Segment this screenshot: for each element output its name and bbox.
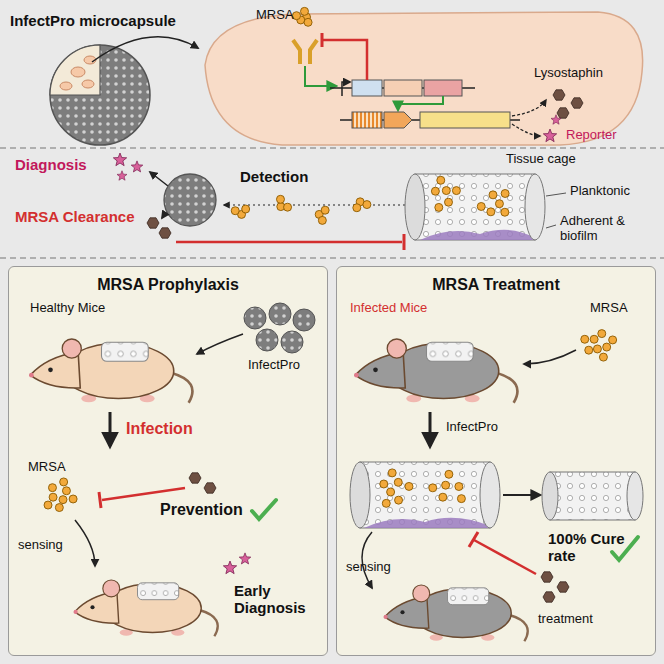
bacterium — [363, 201, 371, 209]
capsule-label: InfectPro — [248, 358, 300, 373]
bacterium — [49, 493, 57, 501]
bacterium — [380, 480, 388, 488]
bacterium — [445, 470, 453, 478]
bacterium — [429, 484, 437, 492]
step-label: sensing — [18, 538, 63, 553]
output-label: Diagnosis — [15, 156, 87, 173]
panel-heading: MRSA Treatment — [337, 267, 655, 294]
enzyme-label: Lysostaphin — [534, 66, 603, 81]
bacterium — [55, 504, 63, 512]
bacterium — [590, 335, 598, 343]
outcome-label: Prevention — [160, 501, 243, 519]
bacterium — [284, 203, 292, 211]
bacterium — [457, 495, 465, 503]
bacterium — [598, 330, 606, 338]
bacterium — [495, 200, 503, 208]
bacterium — [585, 346, 593, 354]
bacterium — [487, 208, 495, 216]
bacterium — [321, 206, 329, 214]
bacteria-label: MRSA — [256, 8, 294, 23]
bacterium — [231, 207, 239, 215]
bacterium — [439, 493, 447, 501]
bacterium — [48, 484, 56, 492]
process-label: Detection — [240, 168, 308, 185]
bacterium — [445, 198, 453, 206]
bacterium — [599, 353, 607, 361]
bacterium — [353, 204, 361, 212]
bacterium — [388, 469, 396, 477]
bacterium — [59, 496, 67, 504]
bacteria-label: MRSA — [28, 460, 66, 475]
part-label: Adherent & biofilm — [560, 214, 650, 244]
output-label: MRSA Clearance — [15, 208, 135, 225]
capsule-label: InfectPro — [446, 420, 498, 435]
bacterium — [387, 488, 395, 496]
bacterium — [501, 208, 509, 216]
bacterium — [593, 345, 601, 353]
bacterium — [435, 203, 443, 211]
bacterium — [581, 335, 589, 343]
bacterium — [442, 481, 450, 489]
bacterium — [501, 189, 509, 197]
bacterium — [603, 343, 611, 351]
reporter-label: Reporter — [566, 128, 617, 143]
bacterium — [242, 205, 250, 213]
bacterium — [489, 191, 497, 199]
bacterium — [405, 482, 413, 490]
bacterium — [62, 487, 70, 495]
bacterium — [395, 496, 403, 504]
bacterium — [452, 187, 460, 195]
bacterium — [455, 483, 463, 491]
panel-heading: MRSA Prophylaxis — [9, 267, 327, 294]
group-label: Infected Mice — [350, 301, 427, 316]
bacterium — [304, 18, 312, 26]
bacterium — [431, 187, 439, 195]
bacterium — [69, 495, 77, 503]
part-label: Tissue cage — [506, 152, 576, 167]
step-label: Infection — [126, 420, 193, 438]
bacterium — [477, 202, 485, 210]
group-label: Healthy Mice — [30, 301, 105, 316]
bacterium — [318, 216, 326, 224]
outcome-label: Early Diagnosis — [234, 582, 319, 617]
bacterium — [437, 176, 445, 184]
bacteria-label: MRSA — [590, 301, 628, 316]
bacterium — [300, 7, 308, 15]
bacterium — [609, 336, 617, 344]
panel-box: MRSA Treatment — [336, 266, 656, 656]
figure-title: InfectPro microcapsule — [10, 12, 176, 29]
outcome-label: 100% Cure rate — [548, 530, 626, 565]
bacterium — [442, 187, 450, 195]
bacterium — [293, 12, 301, 20]
bacterium — [382, 499, 390, 507]
bacterium — [394, 478, 402, 486]
part-label: Planktonic — [570, 184, 630, 199]
bacterium — [60, 478, 68, 486]
bacterium — [44, 501, 52, 509]
step-label: sensing — [346, 560, 391, 575]
bacterium — [276, 195, 284, 203]
step-label: treatment — [538, 612, 593, 627]
